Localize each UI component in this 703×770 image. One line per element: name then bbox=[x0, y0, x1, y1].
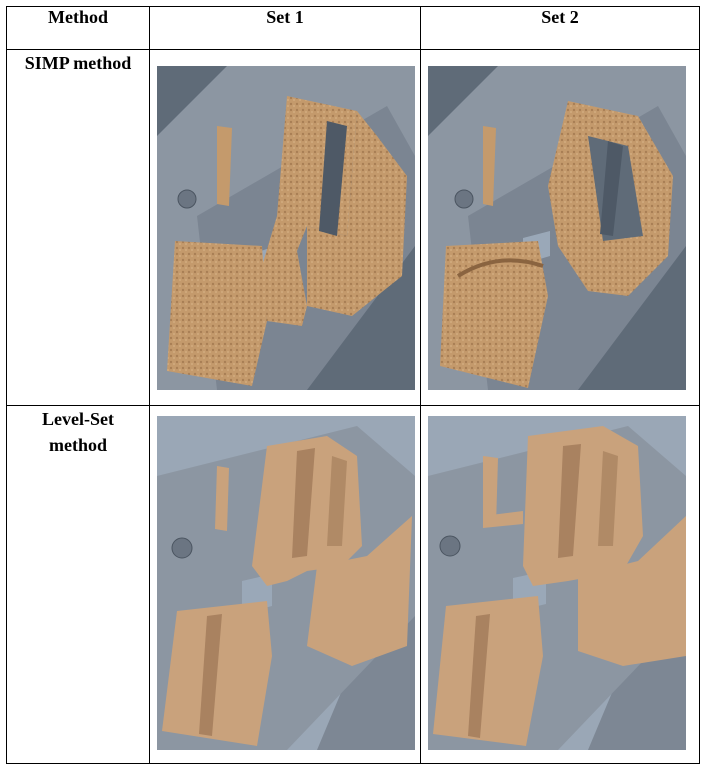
level-set-set-2-render bbox=[428, 416, 686, 750]
row-label-simp-text: SIMP method bbox=[24, 53, 132, 73]
cell-level-set-set-2 bbox=[420, 405, 700, 764]
cell-level-set-set-1 bbox=[149, 405, 421, 764]
row-label-level-set-line-2: method bbox=[49, 435, 107, 455]
simp-set-2-render bbox=[428, 66, 686, 390]
header-set-1: Set 1 bbox=[149, 6, 421, 50]
row-label-simp: SIMP method bbox=[6, 49, 150, 406]
header-set-2: Set 2 bbox=[420, 6, 700, 50]
header-method: Method bbox=[6, 6, 150, 50]
row-label-level-set-line-1: Level-Set bbox=[42, 409, 114, 429]
simp-set-1-render bbox=[157, 66, 415, 390]
cell-simp-set-2 bbox=[420, 49, 700, 406]
comparison-table: Method Set 1 Set 2 SIMP method bbox=[6, 6, 700, 764]
level-set-set-1-render bbox=[157, 416, 415, 750]
cell-simp-set-1 bbox=[149, 49, 421, 406]
row-label-level-set: Level-Set method bbox=[6, 405, 150, 764]
